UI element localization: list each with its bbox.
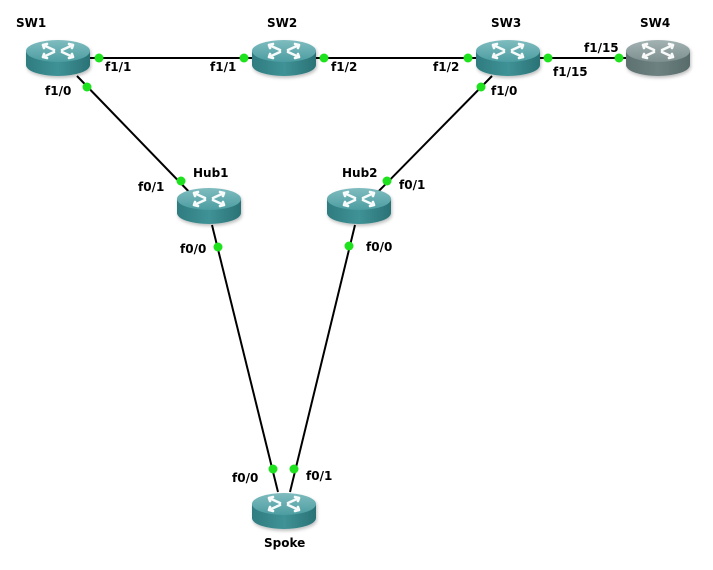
port-status-dot — [476, 82, 486, 92]
port-label-hub1-f0-0: f0/0 — [180, 242, 207, 256]
link-hub2-spoke[interactable] — [289, 224, 356, 493]
port-label-hub2-f0-1: f0/1 — [399, 178, 426, 192]
port-status-dot — [382, 176, 392, 186]
port-label-sw3-f1-15: f1/15 — [553, 65, 588, 79]
port-label-sw3-f1-0: f1/0 — [491, 84, 518, 98]
port-status-dot — [319, 53, 329, 63]
port-status-dot — [268, 464, 278, 474]
node-label-hub2: Hub2 — [342, 166, 378, 180]
port-status-dot — [614, 53, 624, 63]
node-label-spoke: Spoke — [264, 536, 306, 550]
port-status-dot — [213, 242, 223, 252]
router-arrows-icon — [641, 42, 675, 60]
port-status-dot — [176, 176, 186, 186]
port-status-dot — [344, 241, 354, 251]
router-icon[interactable] — [626, 40, 690, 76]
router-arrows-icon — [491, 42, 525, 60]
port-label-hub2-f0-0: f0/0 — [366, 240, 393, 254]
router-icon[interactable] — [252, 493, 316, 529]
link-sw1-hub1[interactable] — [76, 75, 196, 199]
port-status-dot — [94, 53, 104, 63]
port-label-hub1-f0-1: f0/1 — [138, 180, 165, 194]
router-arrows-icon — [192, 190, 226, 208]
node-label-hub1: Hub1 — [193, 166, 229, 180]
router-icon[interactable] — [252, 40, 316, 76]
router-icon[interactable] — [476, 40, 540, 76]
port-status-dot — [239, 53, 249, 63]
port-label-spoke-f0-1: f0/1 — [306, 469, 333, 483]
router-arrows-icon — [41, 42, 75, 60]
node-label-sw4: SW4 — [640, 16, 671, 30]
port-label-sw1-f1-1: f1/1 — [105, 60, 132, 74]
port-label-sw2-f1-2: f1/2 — [331, 60, 358, 74]
router-icon[interactable] — [327, 188, 391, 224]
port-status-dot — [82, 82, 92, 92]
router-arrows-icon — [342, 190, 376, 208]
link-hub1-spoke[interactable] — [211, 224, 279, 493]
node-label-sw2: SW2 — [267, 16, 298, 30]
port-label-spoke-f0-0: f0/0 — [232, 471, 259, 485]
port-status-dot — [543, 53, 553, 63]
router-icon[interactable] — [26, 40, 90, 76]
port-label-sw2-f1-1: f1/1 — [210, 60, 237, 74]
port-status-dot — [463, 53, 473, 63]
router-arrows-icon — [267, 42, 301, 60]
port-label-sw3-f1-2: f1/2 — [433, 60, 460, 74]
port-status-dot — [289, 464, 299, 474]
router-icon[interactable] — [177, 188, 241, 224]
port-label-sw4-f1-15: f1/15 — [584, 41, 619, 55]
node-label-sw1: SW1 — [16, 16, 47, 30]
link-sw3-hub2[interactable] — [372, 75, 493, 198]
router-arrows-icon — [267, 495, 301, 513]
port-label-sw1-f1-0: f1/0 — [45, 84, 72, 98]
node-label-sw3: SW3 — [491, 16, 522, 30]
